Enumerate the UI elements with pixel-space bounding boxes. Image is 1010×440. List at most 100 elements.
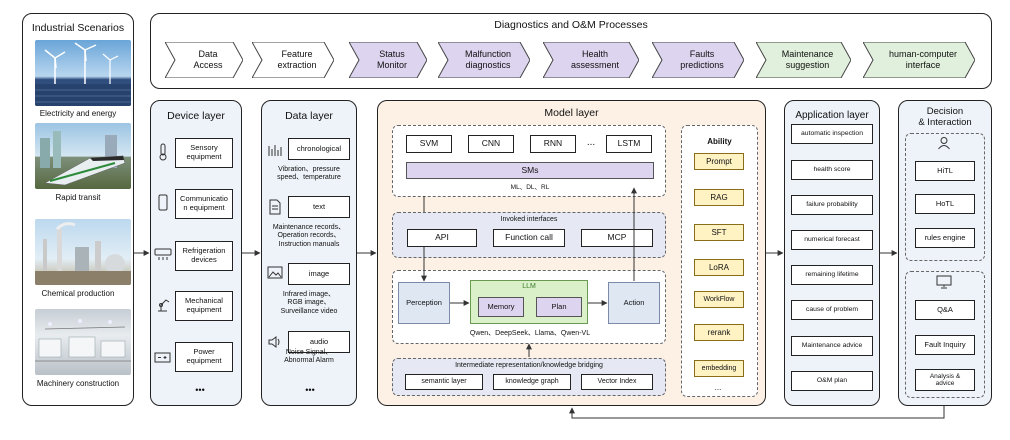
process-title: Diagnostics and O&M Processes bbox=[494, 19, 648, 31]
device-item: Power equipment bbox=[175, 342, 233, 372]
battery-icon bbox=[154, 352, 171, 363]
chevron-shape bbox=[165, 42, 243, 78]
chevron-shape bbox=[863, 42, 975, 78]
decision-group-2 bbox=[905, 271, 985, 398]
process-step: Maintenance suggestion bbox=[756, 42, 851, 78]
sms-box: SMs bbox=[406, 162, 654, 179]
decision-layer-panel: Decision & Interaction bbox=[898, 100, 992, 406]
device-item: Mechanical equipment bbox=[175, 291, 233, 321]
ability-title: Ability bbox=[707, 137, 732, 146]
image-icon bbox=[267, 266, 283, 279]
process-step: Feature extraction bbox=[252, 42, 334, 78]
data-type-caption: Infrared image、 RGB image、 Surveillance … bbox=[280, 291, 338, 315]
process-step-label: Malfunction diagnostics bbox=[464, 49, 512, 70]
air-conditioner-icon bbox=[154, 248, 172, 260]
ability-box: Prompt bbox=[694, 153, 744, 170]
bridge-box: semantic layer bbox=[405, 374, 483, 390]
industrial-item: Chemical production bbox=[41, 289, 115, 298]
application-item: automatic inspection bbox=[791, 124, 873, 144]
factory-icon bbox=[35, 222, 131, 285]
data-type-box: image bbox=[288, 263, 350, 285]
bridge-box: knowledge graph bbox=[493, 374, 571, 390]
data-type-box: audio bbox=[288, 331, 350, 353]
decision-item: rules engine bbox=[915, 228, 975, 248]
process-step: human-computer interface bbox=[863, 42, 975, 78]
intermediate-title: Intermediate representation/knowledge br… bbox=[455, 362, 603, 369]
data-type-box: chronological bbox=[288, 138, 350, 160]
application-item: remaining lifetime bbox=[791, 265, 873, 285]
ability-box: WorkFlow bbox=[694, 291, 744, 308]
ability-box: SFT bbox=[694, 224, 744, 241]
algo-box: LSTM bbox=[606, 135, 652, 153]
data-layer-title: Data layer bbox=[285, 110, 333, 122]
chevron-shape bbox=[756, 42, 851, 78]
process-step: Health assessment bbox=[543, 42, 639, 78]
chevron-shape bbox=[252, 42, 334, 78]
data-type-caption: Noise Signal、 Abnormal Alarm bbox=[284, 349, 334, 365]
process-step: Malfunction diagnostics bbox=[438, 42, 530, 78]
speaker-icon bbox=[268, 336, 280, 348]
interface-box: API bbox=[407, 229, 477, 247]
thermometer-icon bbox=[159, 143, 167, 161]
decision-item: Analysis & advice bbox=[915, 369, 975, 391]
data-more: ••• bbox=[305, 385, 315, 395]
data-type-box: text bbox=[288, 196, 350, 218]
application-layer-title: Application layer bbox=[795, 110, 869, 121]
process-step-label: Feature extraction bbox=[277, 49, 317, 70]
phone-icon bbox=[158, 194, 168, 211]
process-step: Status Monitor bbox=[349, 42, 427, 78]
invoked-title: Invoked interfaces bbox=[500, 216, 558, 223]
process-step-label: human-computer interface bbox=[888, 49, 958, 70]
process-step-label: Data Access bbox=[193, 49, 223, 70]
chevron-shape bbox=[543, 42, 639, 78]
application-item: Maintenance advice bbox=[791, 336, 873, 356]
device-item: Communicatio n equipment bbox=[175, 189, 233, 219]
llm-label: LLM bbox=[522, 283, 536, 290]
chevron-shape bbox=[349, 42, 427, 78]
application-item: health score bbox=[791, 160, 873, 180]
plan-box: Plan bbox=[536, 297, 582, 317]
robot-arm-icon bbox=[158, 299, 170, 312]
industrial-item: Rapid transit bbox=[55, 193, 101, 202]
decision-item: Fault Inquiry bbox=[915, 335, 975, 355]
process-step: Data Access bbox=[165, 42, 243, 78]
decision-group-1 bbox=[905, 133, 985, 261]
memory-box: Memory bbox=[478, 297, 524, 317]
algo-box: SVM bbox=[406, 135, 452, 153]
monitor-icon bbox=[936, 275, 952, 289]
application-item: failure probability bbox=[791, 195, 873, 215]
model-layer-title: Model layer bbox=[544, 107, 599, 119]
electricity-photo bbox=[35, 40, 131, 106]
bridge-box: Vector Index bbox=[581, 374, 653, 390]
ability-more: ... bbox=[714, 383, 722, 392]
algo-ellipsis: ... bbox=[586, 137, 596, 148]
algo-box: CNN bbox=[468, 135, 514, 153]
process-step-label: Maintenance suggestion bbox=[781, 49, 834, 70]
industrial-item: Electricity and energy bbox=[39, 109, 117, 118]
process-step: Faults predictions bbox=[652, 42, 744, 78]
process-step-label: Faults predictions bbox=[680, 49, 724, 70]
data-type-caption: Maintenance records、 Operation records、 … bbox=[272, 224, 346, 248]
ability-box: rerank bbox=[694, 324, 744, 341]
machinery-icon bbox=[35, 319, 131, 362]
decision-item: Q&A bbox=[915, 300, 975, 320]
application-item: cause of problem bbox=[791, 300, 873, 320]
algo-box: RNN bbox=[530, 135, 576, 153]
device-more: ••• bbox=[195, 385, 205, 395]
device-layer-title: Device layer bbox=[167, 110, 225, 122]
application-item: O&M plan bbox=[791, 371, 873, 391]
person-icon bbox=[938, 137, 950, 150]
machinery-photo bbox=[35, 309, 131, 375]
process-step-label: Status Monitor bbox=[376, 49, 407, 70]
industrial-scenarios-title: Industrial Scenarios bbox=[31, 22, 125, 34]
industrial-scenarios-panel: Industrial Scenarios Electricity and ene… bbox=[22, 13, 134, 406]
ability-box: LoRA bbox=[694, 259, 744, 276]
document-icon bbox=[269, 199, 281, 215]
device-item: Refrigeration devices bbox=[175, 241, 233, 271]
process-step-label: Health assessment bbox=[570, 49, 620, 70]
decision-item: HoTL bbox=[915, 194, 975, 214]
rapid-transit-photo bbox=[35, 123, 131, 189]
decision-item: HiTL bbox=[915, 161, 975, 181]
action-box: Action bbox=[608, 282, 660, 324]
